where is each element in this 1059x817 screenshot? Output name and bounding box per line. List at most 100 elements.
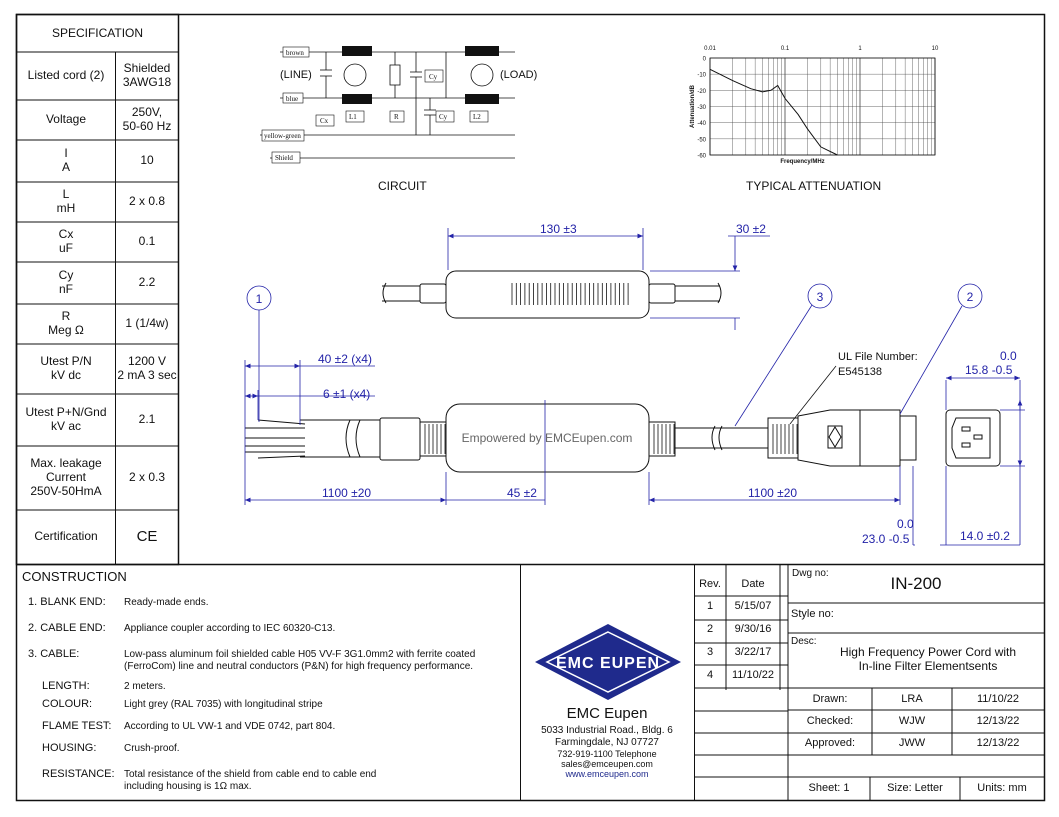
approved-by: JWW xyxy=(898,737,926,749)
construction-label: COLOUR: xyxy=(42,698,93,710)
construction-text: 2 meters. xyxy=(124,681,166,692)
x-tick-label: 1 xyxy=(858,46,862,52)
revision-number: 3 xyxy=(706,646,714,658)
spec-value: 10 xyxy=(140,153,154,168)
dim-40: 40 ±2 (x4) xyxy=(318,352,372,366)
spec-value: 2 x 0.3 xyxy=(128,470,166,485)
dim-45: 45 ±2 xyxy=(507,486,537,500)
spec-value: 2 x 0.8 xyxy=(128,194,166,209)
circuit-blue-label: blue xyxy=(286,95,298,103)
dim-140: 14.0 ±0.2 xyxy=(960,529,1010,543)
dwg-number: IN-200 xyxy=(890,574,942,593)
x-tick-label: 0.1 xyxy=(781,46,790,52)
revision-date: 3/22/17 xyxy=(734,646,772,658)
checked-date: 12/13/22 xyxy=(976,715,1020,727)
revision-number: 2 xyxy=(706,623,714,635)
company-address2: Farmingdale, NJ 07727 xyxy=(555,737,659,748)
construction-text: Crush-proof. xyxy=(124,743,180,754)
y-tick-label: -40 xyxy=(697,121,706,127)
spec-label: Cy nF xyxy=(58,268,74,296)
spec-label: I A xyxy=(61,146,70,174)
y-tick-label: -10 xyxy=(697,73,706,79)
y-tick-label: -50 xyxy=(697,137,706,143)
circuit-l1-label: L1 xyxy=(349,113,357,121)
construction-label: 2. CABLE END: xyxy=(28,622,106,634)
construction-text: Total resistance of the shield from cabl… xyxy=(124,769,377,792)
attenuation-curve xyxy=(709,68,838,156)
construction-text: Ready-made ends. xyxy=(124,597,209,608)
dim-1100-right: 1100 ±20 xyxy=(748,486,798,500)
spec-label: Cx uF xyxy=(58,227,74,255)
dim-6: 6 ±1 (x4) xyxy=(323,387,371,401)
circuit-line-label: (LINE) xyxy=(280,69,312,81)
spec-label: Certification xyxy=(34,529,98,544)
y-tick-label: 0 xyxy=(703,57,707,63)
circuit-cy-label: Cy xyxy=(429,73,438,81)
ul-file-number: UL File Number: E545138 xyxy=(838,351,918,379)
dim-1100-left: 1100 ±20 xyxy=(322,486,372,500)
cord-drawing: 1 3 2 Empowered by EMCEupen.com xyxy=(244,228,1025,546)
circuit-cx-label: Cx xyxy=(320,117,329,125)
spec-value: 1 (1/4w) xyxy=(125,316,169,331)
spec-label: Voltage xyxy=(45,112,87,127)
construction-text: Low-pass aluminum foil shielded cable H0… xyxy=(124,649,476,672)
construction-label: RESISTANCE: xyxy=(42,768,115,780)
checked-by: WJW xyxy=(898,715,926,727)
spec-label: Utest P/N kV dc xyxy=(40,354,92,382)
spec-label: L mH xyxy=(56,187,76,215)
desc-label: Desc: xyxy=(791,636,817,647)
spec-value: 0.1 xyxy=(138,234,156,249)
construction-text: Light grey (RAL 7035) with longitudinal … xyxy=(124,699,323,710)
construction-title: CONSTRUCTION xyxy=(22,569,127,584)
circuit-shield-label: Shield xyxy=(275,154,293,162)
callout-2: 2 xyxy=(967,290,974,304)
sheet-units: Units: mm xyxy=(977,782,1027,794)
revision-date: 9/30/16 xyxy=(734,623,772,635)
drawn-label: Drawn: xyxy=(812,693,848,705)
rev-header: Rev. xyxy=(699,578,721,590)
spec-label: Utest P+N/Gnd kV ac xyxy=(25,405,107,433)
description: High Frequency Power Cord with In-line F… xyxy=(839,645,1017,674)
checked-label: Checked: xyxy=(806,715,854,727)
spec-value: 250V, 50-60 Hz xyxy=(122,105,172,133)
construction-label: FLAME TEST: xyxy=(42,720,112,732)
spec-header: SPECIFICATION xyxy=(51,25,144,40)
dim-230-tol: 0.0 xyxy=(897,517,914,531)
dim-230: 23.0 -0.5 xyxy=(862,532,910,546)
circuit-yg-label: yellow-green xyxy=(264,132,301,140)
construction-label: 3. CABLE: xyxy=(28,648,80,660)
callout-1: 1 xyxy=(256,292,263,306)
drawn-by: LRA xyxy=(901,693,923,705)
company-logo: EMC EUPEN xyxy=(535,624,681,700)
company-web[interactable]: www.emceupen.com xyxy=(565,769,649,779)
revision-date: 11/10/22 xyxy=(731,669,774,681)
circuit-load-label: (LOAD) xyxy=(500,69,537,81)
spec-value: 1200 V 2 mA 3 sec xyxy=(117,354,177,382)
plot-frame xyxy=(709,57,936,156)
drawn-date: 11/10/22 xyxy=(976,693,1019,705)
housing-brand-text: Empowered by EMCEupen.com xyxy=(462,431,633,445)
sheet-number: Sheet: 1 xyxy=(808,782,850,794)
circuit-brown-label: brown xyxy=(286,49,304,57)
construction-label: HOUSING: xyxy=(42,742,97,754)
dim-158: 15.8 -0.5 xyxy=(965,363,1013,377)
revision-date: 5/15/07 xyxy=(734,600,772,612)
x-tick-label: 0.01 xyxy=(704,46,716,52)
company-address1: 5033 Industrial Road., Bldg. 6 xyxy=(541,725,673,736)
dim-130: 130 ±3 xyxy=(540,222,577,236)
circuit-schematic: brown blue yellow-green Shield Cx L1 R C… xyxy=(260,46,537,164)
y-tick-label: -20 xyxy=(697,89,706,95)
circuit-title: CIRCUIT xyxy=(378,179,427,193)
spec-label: Max. leakage Current 250V-50HmA xyxy=(30,456,102,498)
spec-value: 2.2 xyxy=(138,275,156,290)
spec-value: 2.1 xyxy=(138,412,156,427)
circuit-l2-label: L2 xyxy=(473,113,481,121)
attenuation-title: TYPICAL ATTENUATION xyxy=(746,179,882,193)
revision-number: 4 xyxy=(706,669,714,681)
company-name: EMC Eupen xyxy=(566,705,648,722)
circuit-r-label: R xyxy=(394,113,399,121)
y-tick-label: -60 xyxy=(697,154,706,160)
spec-value: CE xyxy=(136,528,158,546)
